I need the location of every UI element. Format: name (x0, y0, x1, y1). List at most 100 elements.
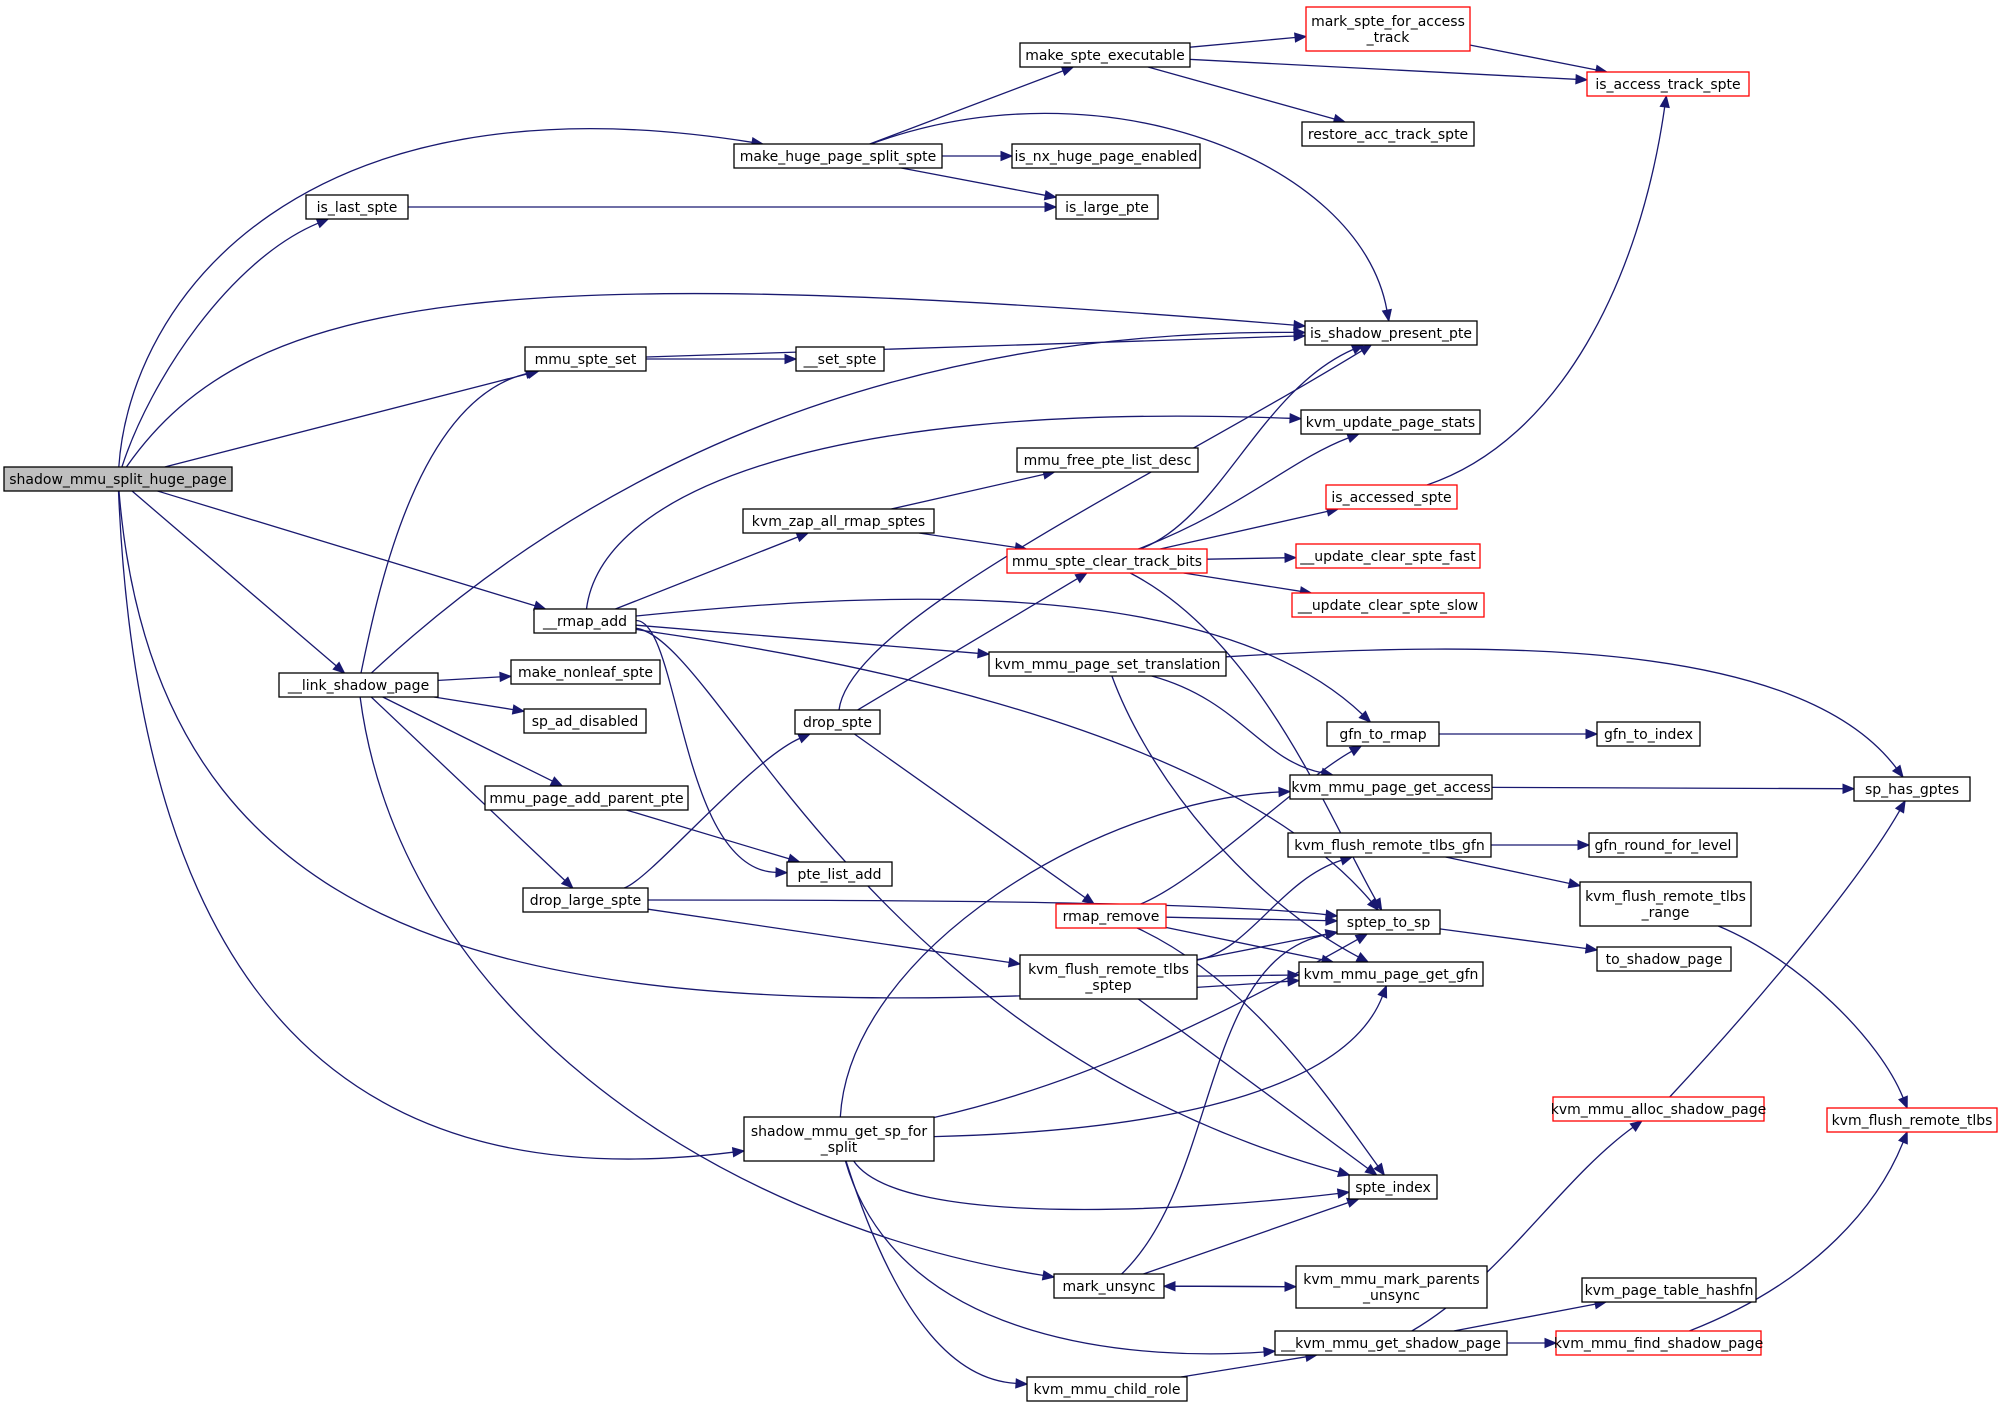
node-mark-unsync[interactable]: mark_unsync (1053, 1273, 1165, 1299)
node-box (1588, 832, 1738, 858)
node-make-spte-executable[interactable]: make_spte_executable (1019, 42, 1191, 68)
edge-line (1196, 859, 1342, 961)
node-gfn-round-for-level[interactable]: gfn_round_for_level (1588, 832, 1738, 858)
node-sptep-to-sp[interactable]: sptep_to_sp (1336, 909, 1441, 935)
edge-line (623, 737, 801, 889)
edge-shadow-mmu-split-huge-page-to-is-shadow-present-pte (125, 292, 1307, 468)
node-pte-list-add[interactable]: pte_list_add (786, 861, 893, 887)
node-kvm-mmu-get-shadow-page[interactable]: __kvm_mmu_get_shadow_page (1274, 1330, 1508, 1356)
node-kvm-page-table-hashfn[interactable]: kvm_page_table_hashfn (1581, 1277, 1757, 1303)
node-kvm-flush-remote-tlbs-sptep[interactable]: kvm_flush_remote_tlbs_sptep (1019, 954, 1198, 1000)
edge-line (1426, 106, 1666, 486)
edge-shadow-mmu-get-sp-for-split-to-kvm-mmu-get-shadow-page (844, 1160, 1277, 1358)
node-kvm-mmu-page-get-gfn[interactable]: kvm_mmu_page_get_gfn (1298, 961, 1484, 987)
node-sp-has-gptes[interactable]: sp_has_gptes (1853, 776, 1971, 802)
node-mmu-free-pte-list-desc[interactable]: mmu_free_pte_list_desc (1016, 447, 1199, 473)
node-label: kvm_zap_all_rmap_sptes (752, 514, 925, 530)
arrowhead (1346, 433, 1361, 443)
node-label: kvm_flush_remote_tlbs (1028, 962, 1189, 978)
node-sp-ad-disabled[interactable]: sp_ad_disabled (523, 708, 647, 734)
node-is-shadow-present-pte[interactable]: is_shadow_present_pte (1304, 320, 1478, 346)
node-label: __kvm_mmu_get_shadow_page (1280, 1336, 1501, 1352)
node-label: sp_has_gptes (1865, 782, 1959, 798)
node-gfn-to-index[interactable]: gfn_to_index (1596, 721, 1701, 747)
node-box (3, 466, 233, 492)
node-kvm-mmu-find-shadow-page[interactable]: kvm_mmu_find_shadow_page (1554, 1330, 1763, 1356)
node-kvm-mmu-mark-parents-unsync[interactable]: kvm_mmu_mark_parents_unsync (1295, 1265, 1488, 1309)
edge-line (1174, 1285, 1297, 1288)
node-label: drop_large_spte (530, 893, 642, 909)
node-link-shadow-page[interactable]: __link_shadow_page (278, 672, 439, 698)
arrowhead (1629, 1120, 1643, 1132)
node-mmu-page-add-parent-pte[interactable]: mmu_page_add_parent_pte (484, 785, 689, 811)
node-kvm-mmu-page-set-translation[interactable]: kvm_mmu_page_set_translation (988, 651, 1227, 677)
node-mmu-spte-clear-track-bits[interactable]: mmu_spte_clear_track_bits (1006, 548, 1208, 574)
node-make-huge-page-split-spte[interactable]: make_huge_page_split_spte (733, 143, 943, 169)
node-shadow-mmu-split-huge-page[interactable]: shadow_mmu_split_huge_page (3, 466, 233, 492)
node-drop-spte[interactable]: drop_spte (794, 709, 881, 735)
node-label: gfn_to_index (1604, 727, 1693, 743)
arrowhead (1358, 344, 1373, 356)
node-update-clear-spte-slow[interactable]: __update_clear_spte_slow (1291, 592, 1485, 618)
node-kvm-mmu-page-get-access[interactable]: kvm_mmu_page_get_access (1289, 774, 1493, 800)
node-kvm-update-page-stats[interactable]: kvm_update_page_stats (1300, 409, 1481, 435)
arrowhead (1015, 1378, 1029, 1389)
edge-line (839, 791, 1280, 1118)
arrowhead (549, 776, 564, 787)
node-label: kvm_flush_remote_tlbs_gfn (1294, 838, 1485, 854)
node-box (305, 194, 409, 220)
edge-rmap-remove-to-sptep-to-sp (1165, 915, 1339, 926)
node-box (1274, 1330, 1508, 1356)
node-make-nonleaf-spte[interactable]: make_nonleaf_spte (510, 659, 661, 685)
node-box (786, 861, 893, 887)
edge-line (615, 536, 799, 610)
node-spte-index[interactable]: spte_index (1348, 1174, 1438, 1200)
node-kvm-zap-all-rmap-sptes[interactable]: kvm_zap_all_rmap_sptes (742, 508, 935, 534)
arrowhead (1325, 915, 1339, 926)
arrowhead (1358, 710, 1372, 723)
edge-line (1491, 786, 1844, 790)
node-is-large-pte[interactable]: is_large_pte (1055, 194, 1159, 220)
node-to-shadow-page[interactable]: to_shadow_page (1596, 946, 1732, 972)
node-is-accessed-spte[interactable]: is_accessed_spte (1325, 484, 1458, 510)
arrowhead (1081, 893, 1096, 905)
node-kvm-flush-remote-tlbs-range[interactable]: kvm_flush_remote_tlbs_range (1579, 881, 1752, 927)
node-rmap-remove[interactable]: rmap_remove (1055, 903, 1167, 929)
node-kvm-flush-remote-tlbs-gfn[interactable]: kvm_flush_remote_tlbs_gfn (1287, 832, 1492, 858)
node-rmap-add[interactable]: __rmap_add (533, 608, 637, 634)
node-update-clear-spte-fast[interactable]: __update_clear_spte_fast (1295, 543, 1481, 569)
node-is-access-track-spte[interactable]: is_access_track_spte (1586, 71, 1750, 97)
node-gfn-to-rmap[interactable]: gfn_to_rmap (1326, 721, 1440, 747)
node-is-nx-huge-page-enabled[interactable]: is_nx_huge_page_enabled (1011, 143, 1201, 169)
node-box (1055, 194, 1159, 220)
arrowhead (1898, 1130, 1908, 1145)
node-mark-spte-for-access-track[interactable]: mark_spte_for_access_track (1305, 6, 1471, 52)
node-kvm-mmu-alloc-shadow-page[interactable]: kvm_mmu_alloc_shadow_page (1551, 1096, 1766, 1122)
node-kvm-flush-remote-tlbs[interactable]: kvm_flush_remote_tlbs (1826, 1107, 1998, 1133)
edge-is-accessed-spte-to-is-access-track-spte (1426, 94, 1670, 486)
node-box (1586, 71, 1750, 97)
node-mmu-spte-set[interactable]: mmu_spte_set (524, 346, 647, 372)
edge-kvm-flush-remote-tlbs-gfn-to-gfn-round-for-level (1490, 839, 1591, 851)
node-box (795, 346, 885, 372)
node-restore-acc-track-spte[interactable]: restore_acc_track_spte (1301, 121, 1475, 147)
edge-line (1189, 58, 1577, 80)
node-shadow-mmu-get-sp-for-split[interactable]: shadow_mmu_get_sp_for_split (743, 1116, 935, 1162)
arrowhead (1355, 952, 1370, 963)
edge-mmu-spte-clear-track-bits-to-sptep-to-sp (1129, 572, 1383, 912)
arrowhead (1000, 150, 1014, 162)
node-label: rmap_remove (1063, 909, 1160, 925)
node-drop-large-spte[interactable]: drop_large_spte (522, 887, 649, 913)
edge-make-spte-executable-to-restore-acc-track-spte (1147, 66, 1347, 124)
node-set-spte[interactable]: __set_spte (795, 346, 885, 372)
arrowhead (1575, 74, 1589, 85)
node-kvm-mmu-child-role[interactable]: kvm_mmu_child_role (1026, 1376, 1188, 1402)
node-box (1336, 909, 1441, 935)
node-label: gfn_round_for_level (1595, 838, 1732, 854)
edge-shadow-mmu-get-sp-for-split-to-kvm-mmu-page-get-access (839, 786, 1292, 1118)
node-box (1291, 592, 1485, 618)
node-is-last-spte[interactable]: is_last_spte (305, 194, 409, 220)
node-box (1016, 447, 1199, 473)
node-label: make_nonleaf_spte (518, 665, 653, 681)
